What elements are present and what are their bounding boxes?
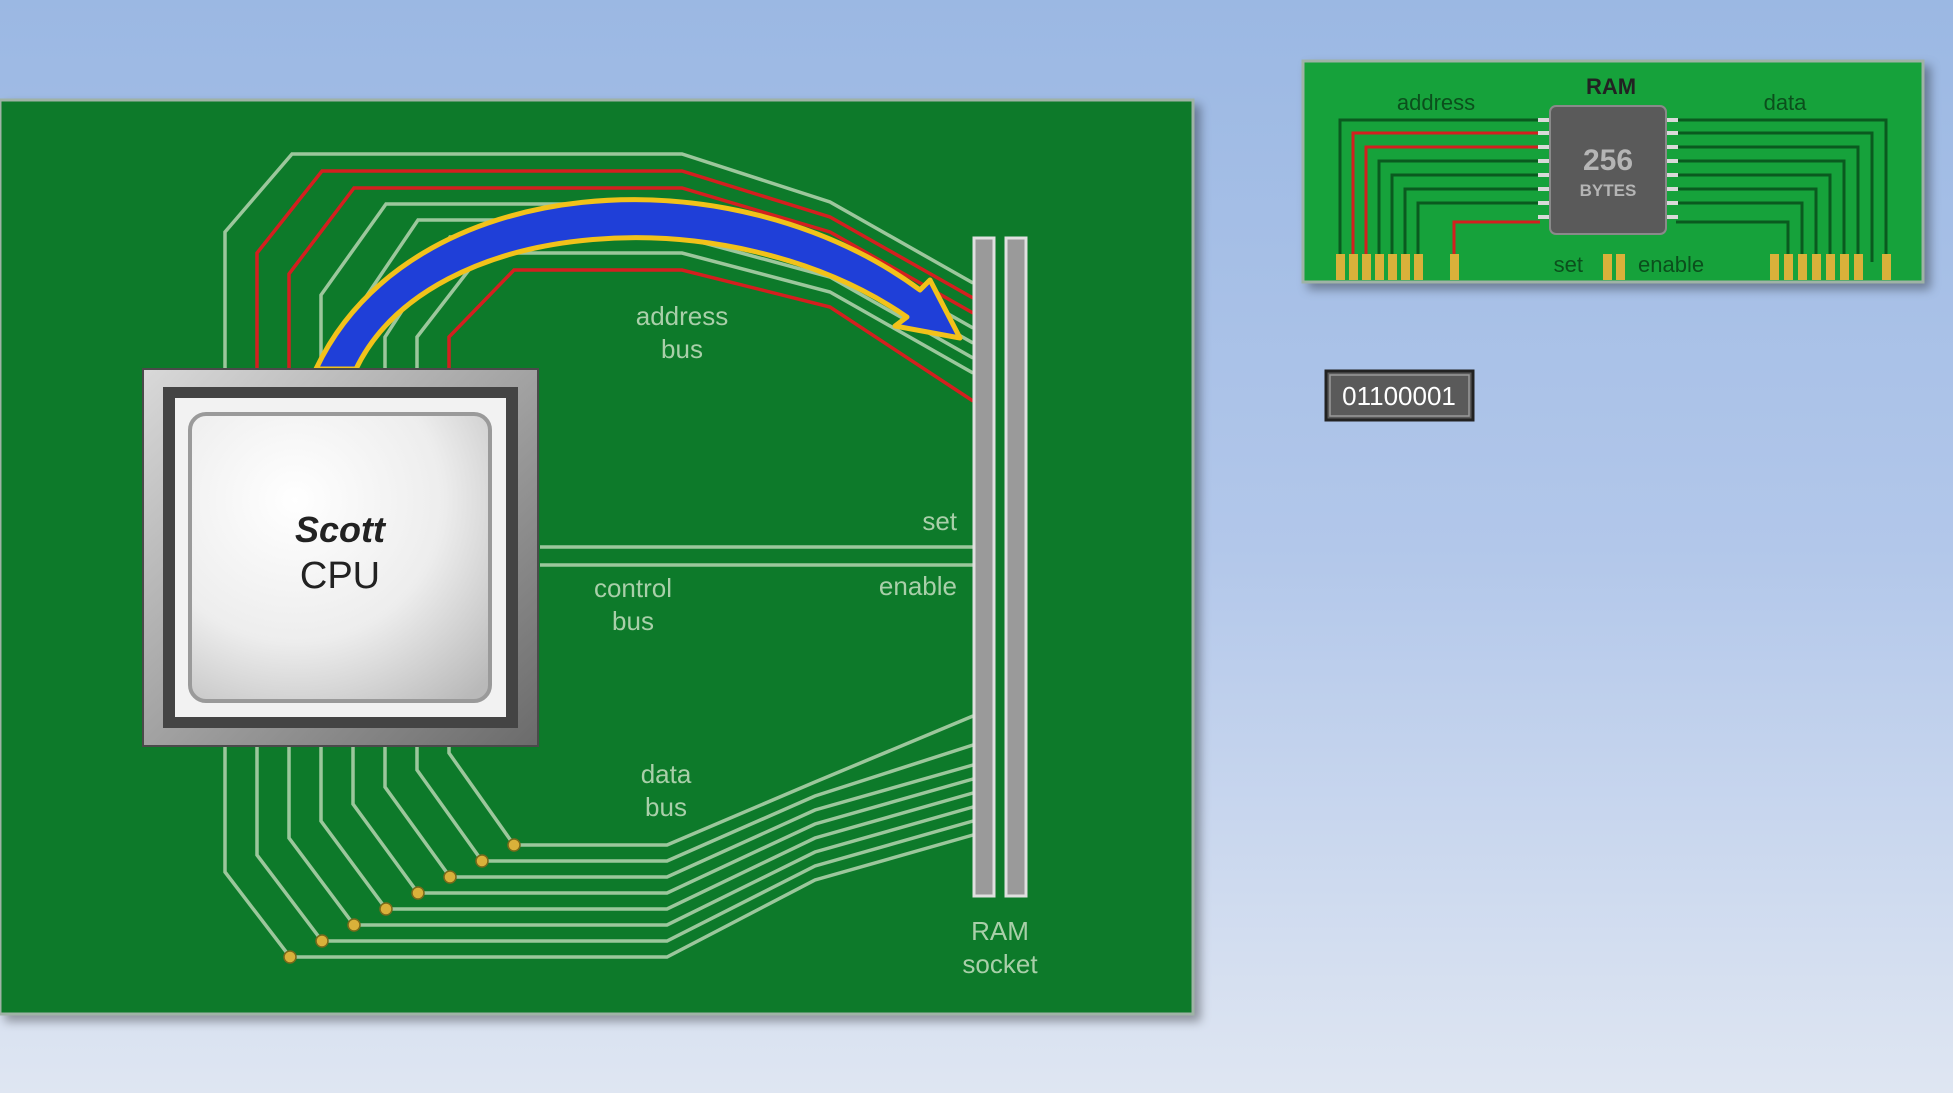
- ram-address-traces: [1338, 118, 1540, 262]
- address-bus-label-1: address: [636, 301, 729, 331]
- ram-chip-size: 256: [1583, 144, 1633, 177]
- cpu-name: Scott: [295, 509, 387, 550]
- data-bus-traces: [223, 714, 974, 959]
- ram-data-traces: [1676, 118, 1888, 262]
- data-bus-label-2: bus: [645, 792, 687, 822]
- ram-connector-pins: [1336, 254, 1891, 280]
- ram-enable-label: enable: [1638, 252, 1704, 277]
- register-display: 01100001: [1324, 369, 1475, 422]
- ram-title: RAM: [1586, 74, 1636, 99]
- ram-socket-label-1: RAM: [971, 916, 1029, 946]
- ram-chip: [1538, 105, 1678, 235]
- address-flow-arrow: [313, 197, 963, 372]
- ram-address-label: address: [1397, 90, 1475, 115]
- data-bus-label-1: data: [641, 759, 692, 789]
- ram-socket-label-2: socket: [962, 949, 1038, 979]
- set-label: set: [922, 506, 957, 536]
- control-bus-traces: [540, 545, 973, 567]
- ram-module: [1301, 59, 1925, 284]
- ram-set-label: set: [1554, 252, 1583, 277]
- cpu-chip: [142, 368, 539, 747]
- ram-socket: [972, 236, 1028, 898]
- enable-label: enable: [879, 571, 957, 601]
- control-bus-label-1: control: [594, 573, 672, 603]
- cpu-label: CPU: [300, 555, 380, 597]
- data-bus-vias: [283, 838, 521, 964]
- address-bus-label-2: bus: [661, 334, 703, 364]
- ram-chip-unit: BYTES: [1580, 181, 1637, 200]
- ram-data-label: data: [1764, 90, 1808, 115]
- register-value: 01100001: [1342, 381, 1456, 411]
- control-bus-label-2: bus: [612, 606, 654, 636]
